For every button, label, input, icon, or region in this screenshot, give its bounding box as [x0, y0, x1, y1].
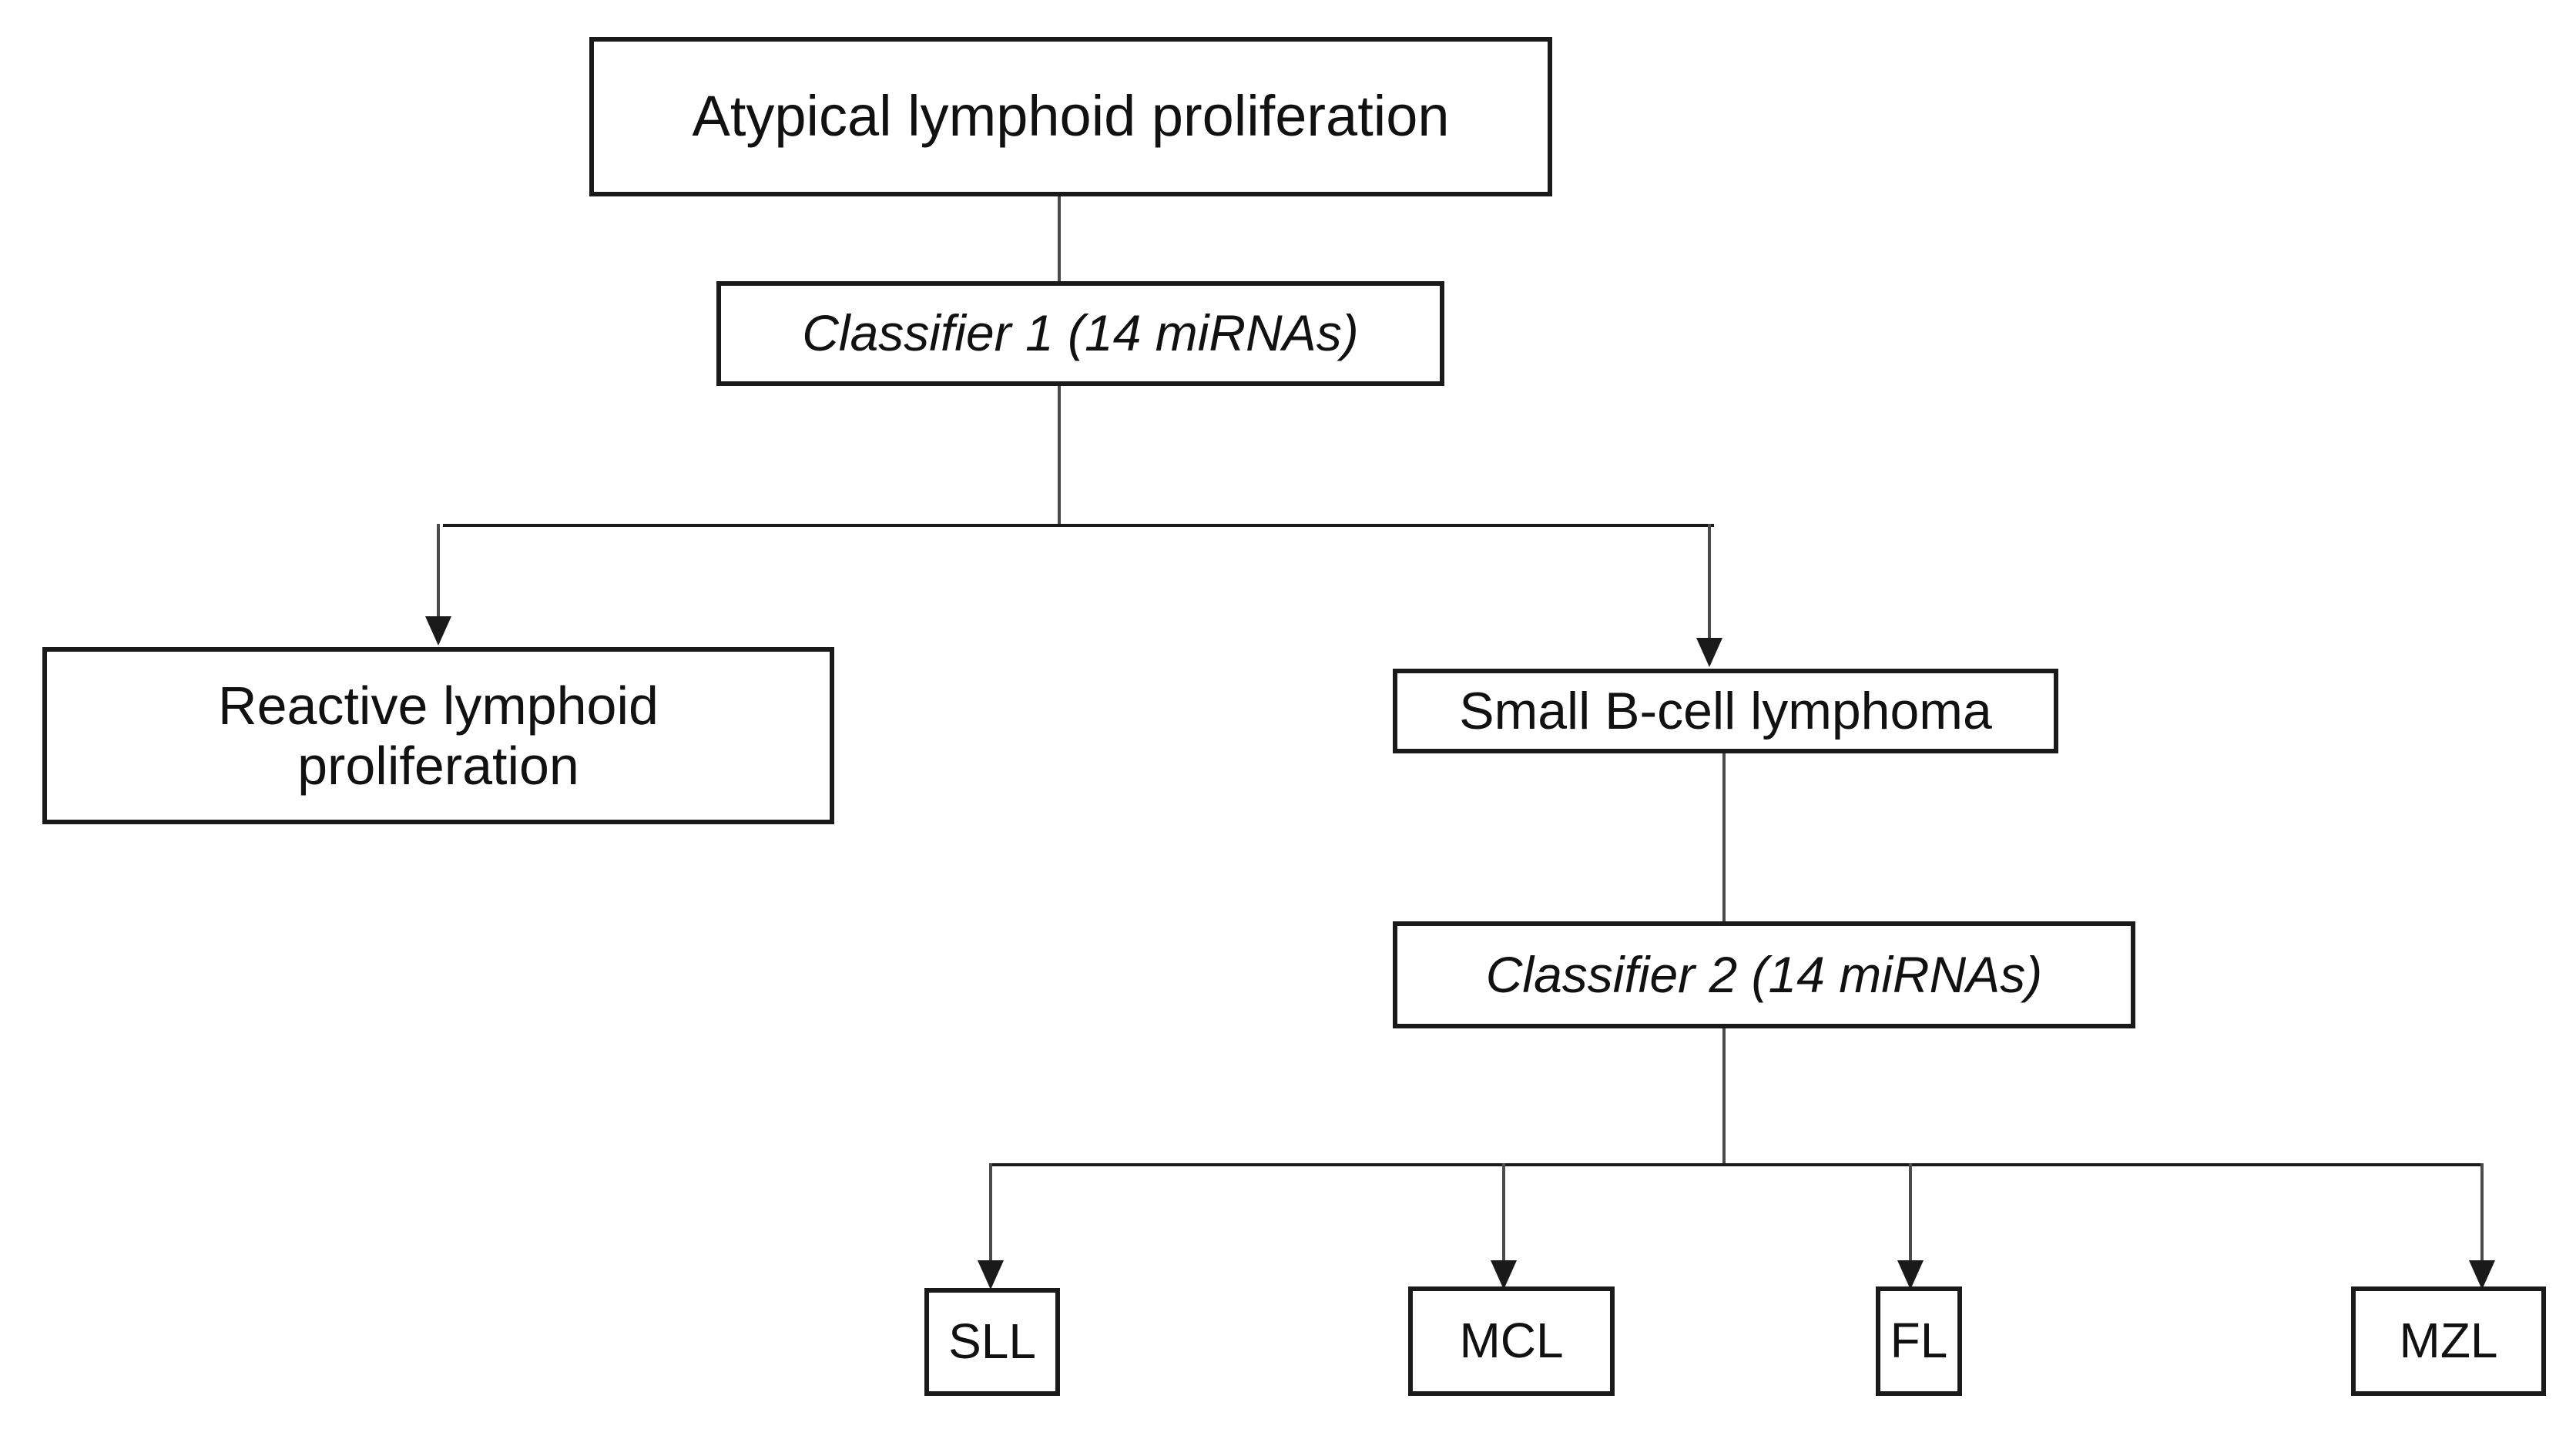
connector-classifier2-to-split: [1722, 1028, 1726, 1165]
connector-split-to-small-b-cell: [1708, 524, 1711, 639]
arrowhead-icon-reactive: [425, 616, 451, 646]
node-label: FL: [1890, 1313, 1948, 1369]
node-label: Small B-cell lymphoma: [1459, 681, 1992, 740]
node-mzl[interactable]: MZL: [2351, 1286, 2546, 1396]
connector-root-to-classifier1: [1058, 196, 1061, 281]
node-sll[interactable]: SLL: [924, 1288, 1060, 1396]
node-label: MZL: [2399, 1313, 2498, 1369]
node-classifier-2[interactable]: Classifier 2 (14 miRNAs): [1393, 921, 2135, 1028]
node-fl[interactable]: FL: [1876, 1286, 1962, 1396]
arrowhead-icon-mcl: [1491, 1260, 1517, 1290]
split-bar-level-2: [989, 1163, 2484, 1166]
node-label: Atypical lymphoid proliferation: [692, 84, 1450, 149]
arrowhead-icon-small-b-cell: [1696, 638, 1722, 667]
node-label: Classifier 1 (14 miRNAs): [802, 304, 1359, 362]
node-classifier-1[interactable]: Classifier 1 (14 miRNAs): [716, 281, 1444, 386]
arrowhead-icon-mzl: [2469, 1260, 2495, 1290]
connector-split-to-mcl: [1502, 1163, 1505, 1262]
node-small-b-cell-lymphoma[interactable]: Small B-cell lymphoma: [1393, 669, 2058, 753]
connector-split-to-fl: [1909, 1163, 1912, 1262]
connector-split-to-sll: [989, 1163, 992, 1262]
connector-classifier1-to-split: [1058, 386, 1061, 525]
node-label: Classifier 2 (14 miRNAs): [1485, 945, 2043, 1003]
node-mcl[interactable]: MCL: [1408, 1286, 1615, 1396]
arrowhead-icon-fl: [1897, 1260, 1924, 1290]
node-atypical-lymphoid-proliferation[interactable]: Atypical lymphoid proliferation: [589, 37, 1552, 196]
arrowhead-icon-sll: [978, 1260, 1004, 1290]
node-label: Reactive lymphoid proliferation: [218, 675, 659, 796]
connector-small-b-cell-to-classifier2: [1722, 753, 1726, 923]
connector-split-to-mzl: [2480, 1163, 2484, 1262]
node-label: SLL: [948, 1313, 1036, 1370]
connector-split-to-reactive: [437, 524, 440, 618]
node-reactive-lymphoid-proliferation[interactable]: Reactive lymphoid proliferation: [42, 647, 834, 824]
split-bar-level-1: [443, 524, 1714, 527]
node-label: MCL: [1459, 1313, 1564, 1369]
